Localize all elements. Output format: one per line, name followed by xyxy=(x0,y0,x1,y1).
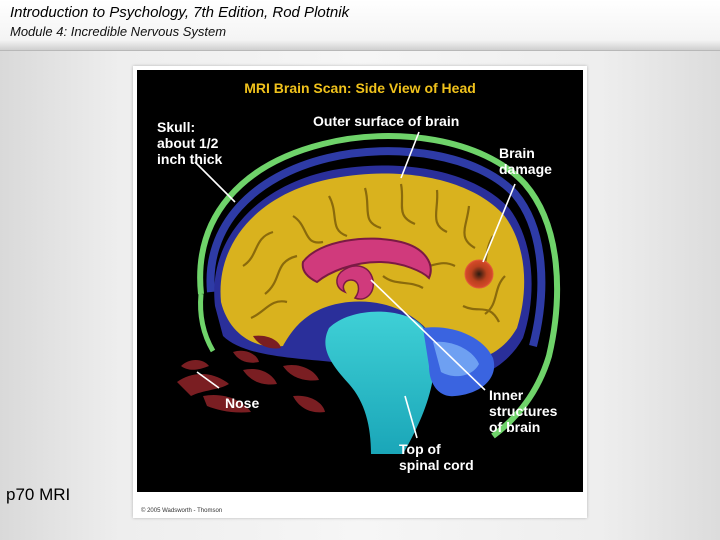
cerebrum xyxy=(220,173,525,361)
label-spinal-line1: Top of xyxy=(399,441,441,457)
skull-outline xyxy=(197,133,561,439)
figure-heading: MRI Brain Scan: Side View of Head xyxy=(244,80,476,96)
figure-labels: Skull: about 1/2 inch thick Outer surfac… xyxy=(157,113,558,473)
label-damage-line2: damage xyxy=(499,161,552,177)
label-inner-line3: of brain xyxy=(489,419,540,435)
slide-header: Introduction to Psychology, 7th Edition,… xyxy=(0,0,720,51)
label-outer-surface: Outer surface of brain xyxy=(313,113,459,129)
slide-page-reference: p70 MRI xyxy=(6,485,71,504)
fornix xyxy=(336,265,374,300)
slide-subtitle: Module 4: Incredible Nervous System xyxy=(10,24,227,39)
label-damage-line1: Brain xyxy=(499,145,535,161)
label-inner-line2: structures xyxy=(489,403,558,419)
leader-lines xyxy=(194,131,516,439)
label-inner-line1: Inner xyxy=(489,387,524,403)
mri-figure: MRI Brain Scan: Side View of Head Skull:… xyxy=(133,66,587,518)
label-nose: Nose xyxy=(225,395,259,411)
label-spinal-line2: spinal cord xyxy=(399,457,474,473)
figure-copyright: © 2005 Wadsworth - Thomson xyxy=(141,508,223,514)
slide-title: Introduction to Psychology, 7th Edition,… xyxy=(10,4,350,21)
label-skull-line1: Skull: xyxy=(157,119,195,135)
brainstem xyxy=(325,311,435,454)
corpus-callosum xyxy=(301,237,432,284)
brain-damage-spot xyxy=(464,259,494,289)
mri-illustration: MRI Brain Scan: Side View of Head Skull:… xyxy=(137,70,583,492)
face-tissue xyxy=(177,335,325,413)
label-skull-line2: about 1/2 xyxy=(157,135,219,151)
label-skull-line3: inch thick xyxy=(157,151,223,167)
scalp-band xyxy=(206,147,546,347)
skull-outline-front xyxy=(198,293,216,353)
